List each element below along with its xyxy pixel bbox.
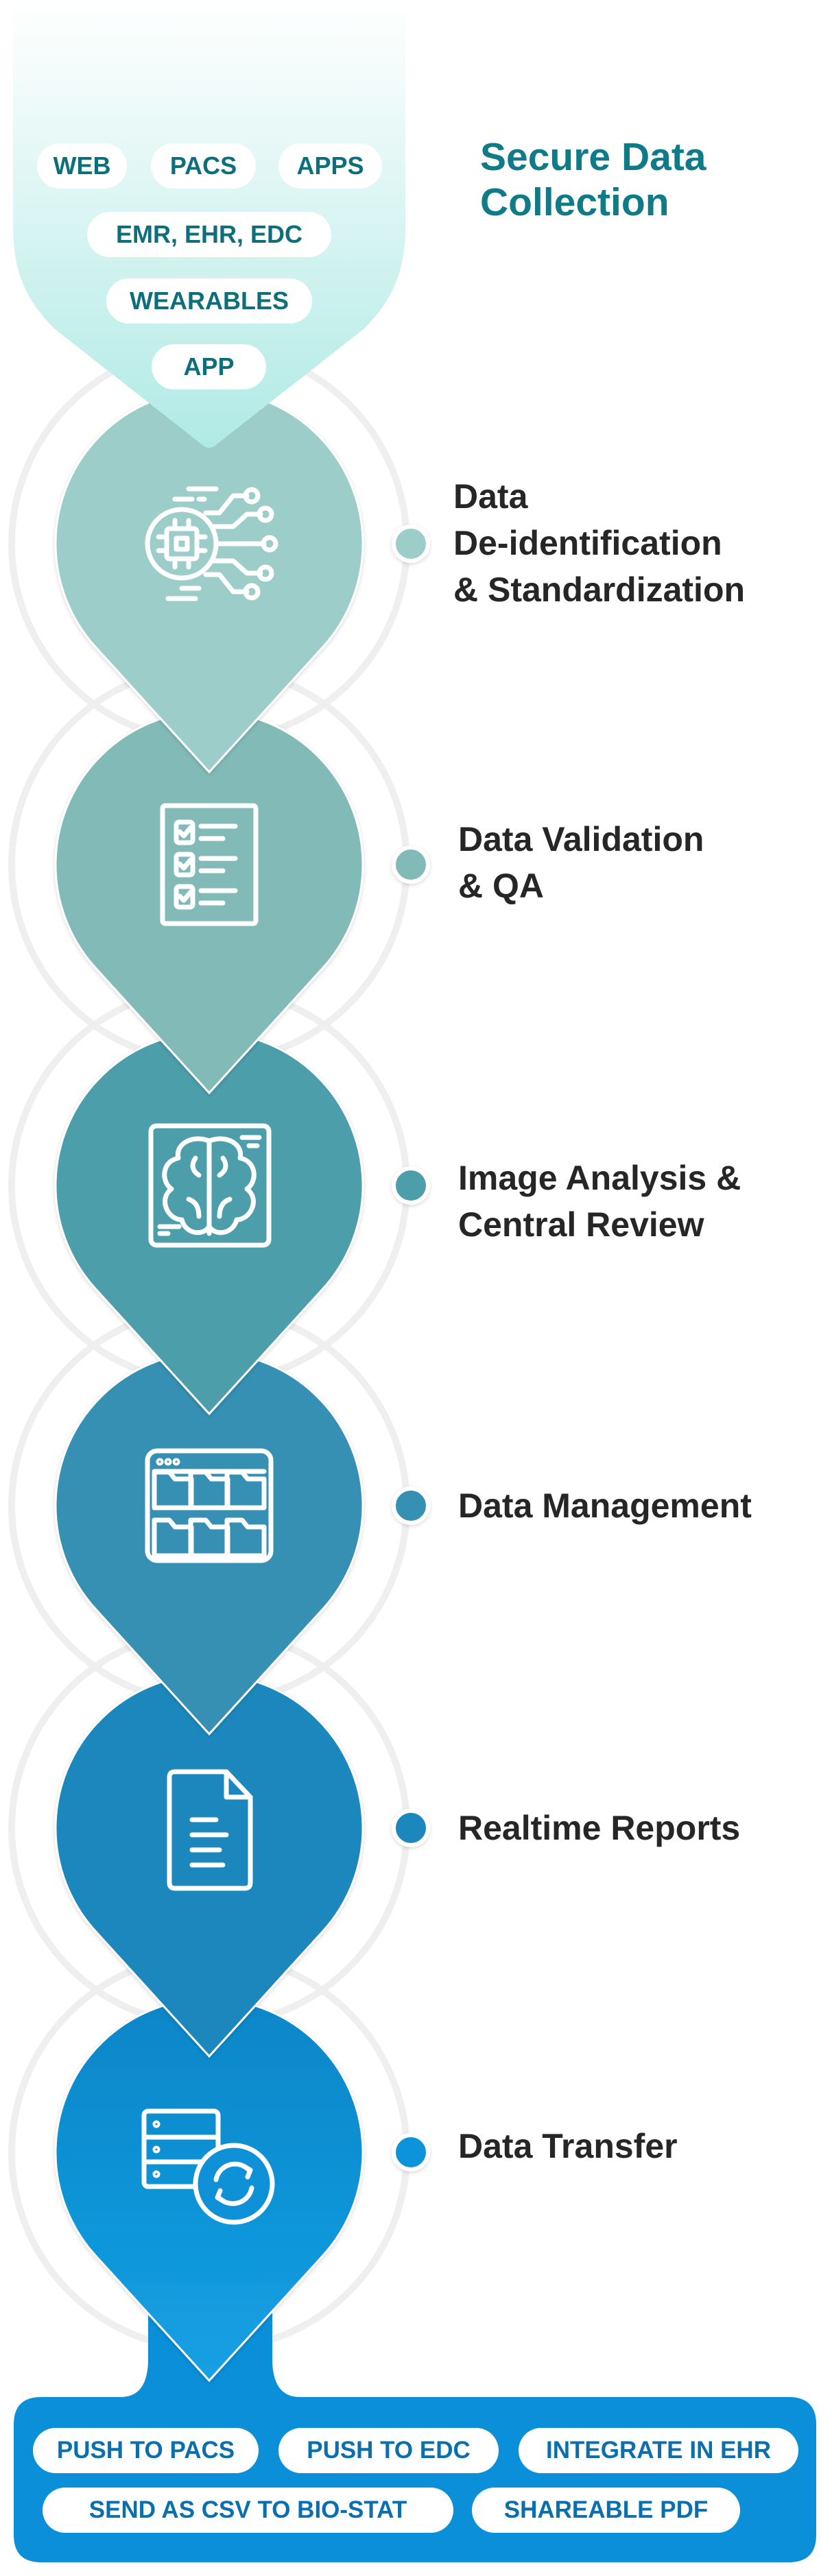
source-pill-apps: APPS (278, 143, 382, 189)
server-sync-icon (141, 2108, 275, 2225)
step-label-validation: Data Validation & QA (458, 816, 704, 909)
step-label-line: Data Validation (458, 820, 704, 858)
folder-grid-icon (145, 1448, 274, 1563)
step-dot (392, 845, 430, 884)
source-pill-wearables: WEARABLES (106, 278, 312, 324)
step-label-line: Image Analysis & (458, 1159, 741, 1197)
step-dot (392, 525, 430, 563)
step-label-realtime-reports: Realtime Reports (458, 1809, 741, 1847)
document-icon (167, 1769, 253, 1891)
step-label-deidentification: Data De-identification & Standardization (453, 473, 745, 613)
output-shareable-pdf: SHAREABLE PDF (472, 2488, 740, 2533)
output-push-to-pacs: PUSH TO PACS (33, 2428, 259, 2473)
step-label-image-analysis: Image Analysis & Central Review (458, 1155, 741, 1248)
step-dot (392, 1486, 430, 1525)
output-send-csv-biostat: SEND AS CSV TO BIO-STAT (43, 2488, 453, 2533)
source-title-line2: Collection (480, 180, 669, 224)
brain-scan-icon (148, 1123, 272, 1248)
step-label-data-transfer: Data Transfer (458, 2127, 678, 2165)
step-dot (392, 2133, 430, 2171)
source-pill-pacs: PACS (151, 143, 256, 189)
source-pill-emr: EMR, EHR, EDC (87, 212, 331, 257)
source-title: Secure Data Collection (480, 134, 706, 225)
source-title-line1: Secure Data (480, 135, 706, 179)
output-integrate-in-ehr: INTEGRATE IN EHR (519, 2428, 798, 2473)
step-label-data-management: Data Management (458, 1486, 752, 1525)
ai-chip-icon (145, 486, 278, 601)
step-dot (392, 1166, 430, 1205)
step-dot (392, 1809, 430, 1847)
step-label-line: & QA (458, 867, 544, 905)
step-label-line: De-identification (453, 524, 722, 562)
folder-icon (224, 1517, 267, 1558)
source-pill-web: WEB (37, 143, 127, 189)
step-label-line: Data (453, 477, 528, 516)
checklist-icon (160, 803, 259, 926)
output-push-to-edc: PUSH TO EDC (278, 2428, 499, 2473)
folder-icon (224, 1469, 267, 1510)
step-label-line: & Standardization (453, 570, 746, 609)
step-label-line: Central Review (458, 1205, 704, 1244)
source-pill-app: APP (152, 344, 266, 389)
